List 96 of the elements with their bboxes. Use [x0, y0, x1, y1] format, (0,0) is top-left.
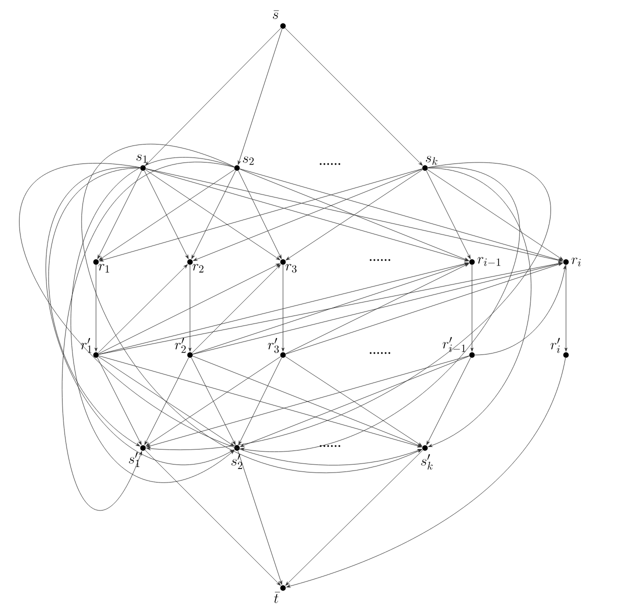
- arrow: [192, 262, 563, 355]
- arrow: [238, 450, 282, 585]
- graph-vertex: $r'_1$: [80, 338, 99, 358]
- arrow: [98, 262, 563, 355]
- arrow: [426, 357, 471, 445]
- arrow: [145, 169, 280, 260]
- arrow: [240, 168, 469, 261]
- node-label: $r'_3$: [268, 338, 279, 354]
- arrow: [98, 356, 422, 448]
- arrow: [564, 264, 568, 352]
- arrow: [146, 356, 470, 448]
- graph-vertex: $r'_i$: [550, 338, 569, 358]
- node-label: $s'_1$: [128, 452, 140, 468]
- arrow: [191, 170, 236, 259]
- arrow: [284, 28, 423, 166]
- arrow: [48, 168, 140, 446]
- arrow: [282, 264, 284, 352]
- arrow: [98, 263, 280, 354]
- graph-vertex: $\bar{t}$: [274, 585, 286, 604]
- arrow: [144, 170, 189, 259]
- graph-vertex: $r_3$: [280, 259, 297, 273]
- arrow: [46, 167, 234, 465]
- graph-vertex: $r'_{i-1}$: [442, 337, 475, 358]
- node-label: $r'_{i-1}$: [442, 337, 466, 352]
- arrow: [146, 168, 563, 262]
- arrow: [21, 164, 422, 465]
- arrow: [188, 264, 192, 352]
- node-label: $s_k$: [426, 156, 438, 165]
- node-label: $r_i$: [572, 258, 581, 266]
- arrow: [144, 357, 189, 445]
- graph-vertex: $r'_3$: [268, 338, 286, 358]
- graph-vertex: $r_{i-1}$: [469, 257, 500, 266]
- arrow: [97, 357, 142, 445]
- node-label: $r'_2$: [174, 338, 186, 353]
- node-label: $s_1$: [136, 154, 147, 163]
- graph-vertex: $r'_2$: [174, 338, 193, 358]
- node-label: $r_1$: [98, 264, 110, 273]
- arrow: [98, 262, 469, 355]
- graph-vertex: $s_k$: [422, 156, 438, 171]
- node-label: $\bar{s}$: [272, 10, 279, 19]
- arrow: [144, 450, 281, 586]
- ellipsis: ......: [370, 352, 390, 354]
- node-label: $r_3$: [286, 264, 297, 273]
- arrow: [240, 168, 563, 262]
- arrow: [192, 356, 422, 447]
- arrow: [192, 262, 469, 354]
- arrow: [285, 263, 469, 354]
- arrow: [238, 357, 282, 445]
- arrow: [286, 169, 423, 260]
- node-label: $r_2$: [192, 264, 204, 273]
- graph-vertex: $\bar{s}$: [272, 10, 286, 29]
- arrow: [240, 356, 470, 447]
- node-label: $r_{i-1}$: [478, 257, 500, 266]
- node-label: $s'_k$: [421, 454, 433, 470]
- arrow: [238, 28, 282, 165]
- arrow: [238, 170, 282, 259]
- arrow: [98, 356, 234, 446]
- arrow: [426, 170, 471, 259]
- graph-vertex: $s'_k$: [421, 445, 433, 470]
- arrow: [191, 357, 236, 445]
- arrow: [146, 356, 281, 446]
- graph-vertex: $s_2$: [234, 156, 254, 171]
- arrow: [474, 265, 566, 356]
- arrow: [145, 28, 282, 166]
- graph-vertex: $r_1$: [93, 259, 110, 273]
- arrow: [98, 169, 235, 260]
- arrow: [97, 170, 142, 259]
- node-label: $r'_i$: [550, 338, 560, 353]
- arrow: [99, 168, 422, 262]
- node-label: $s'_2$: [231, 454, 242, 470]
- arrow: [285, 450, 424, 586]
- arrow: [428, 168, 532, 447]
- arrow: [470, 264, 474, 352]
- arrow: [146, 168, 469, 262]
- ellipsis: ......: [320, 445, 340, 447]
- graph-vertex: $s'_2$: [231, 445, 242, 469]
- arrow: [427, 169, 564, 260]
- arrow: [240, 167, 520, 452]
- arrow: [193, 168, 423, 261]
- graph-vertex: $s'_1$: [128, 445, 146, 467]
- node-label: $r'_1$: [80, 338, 92, 353]
- arrow: [82, 145, 422, 472]
- arrow: [286, 262, 563, 354]
- node-label: $\bar{t}$: [274, 592, 280, 604]
- ellipsis: ......: [320, 163, 340, 165]
- arrow: [94, 264, 98, 352]
- arrow: [285, 356, 422, 446]
- arrow: [286, 358, 566, 588]
- graph-vertex: $s_1$: [136, 154, 147, 171]
- node-label: $s_2$: [242, 156, 254, 165]
- ellipsis: ......: [370, 259, 390, 261]
- graph-vertex: $r_i$: [563, 258, 581, 266]
- arrow: [146, 162, 550, 450]
- arrow: [98, 264, 188, 354]
- arrow: [192, 264, 281, 354]
- graph-vertex: $r_2$: [187, 259, 204, 273]
